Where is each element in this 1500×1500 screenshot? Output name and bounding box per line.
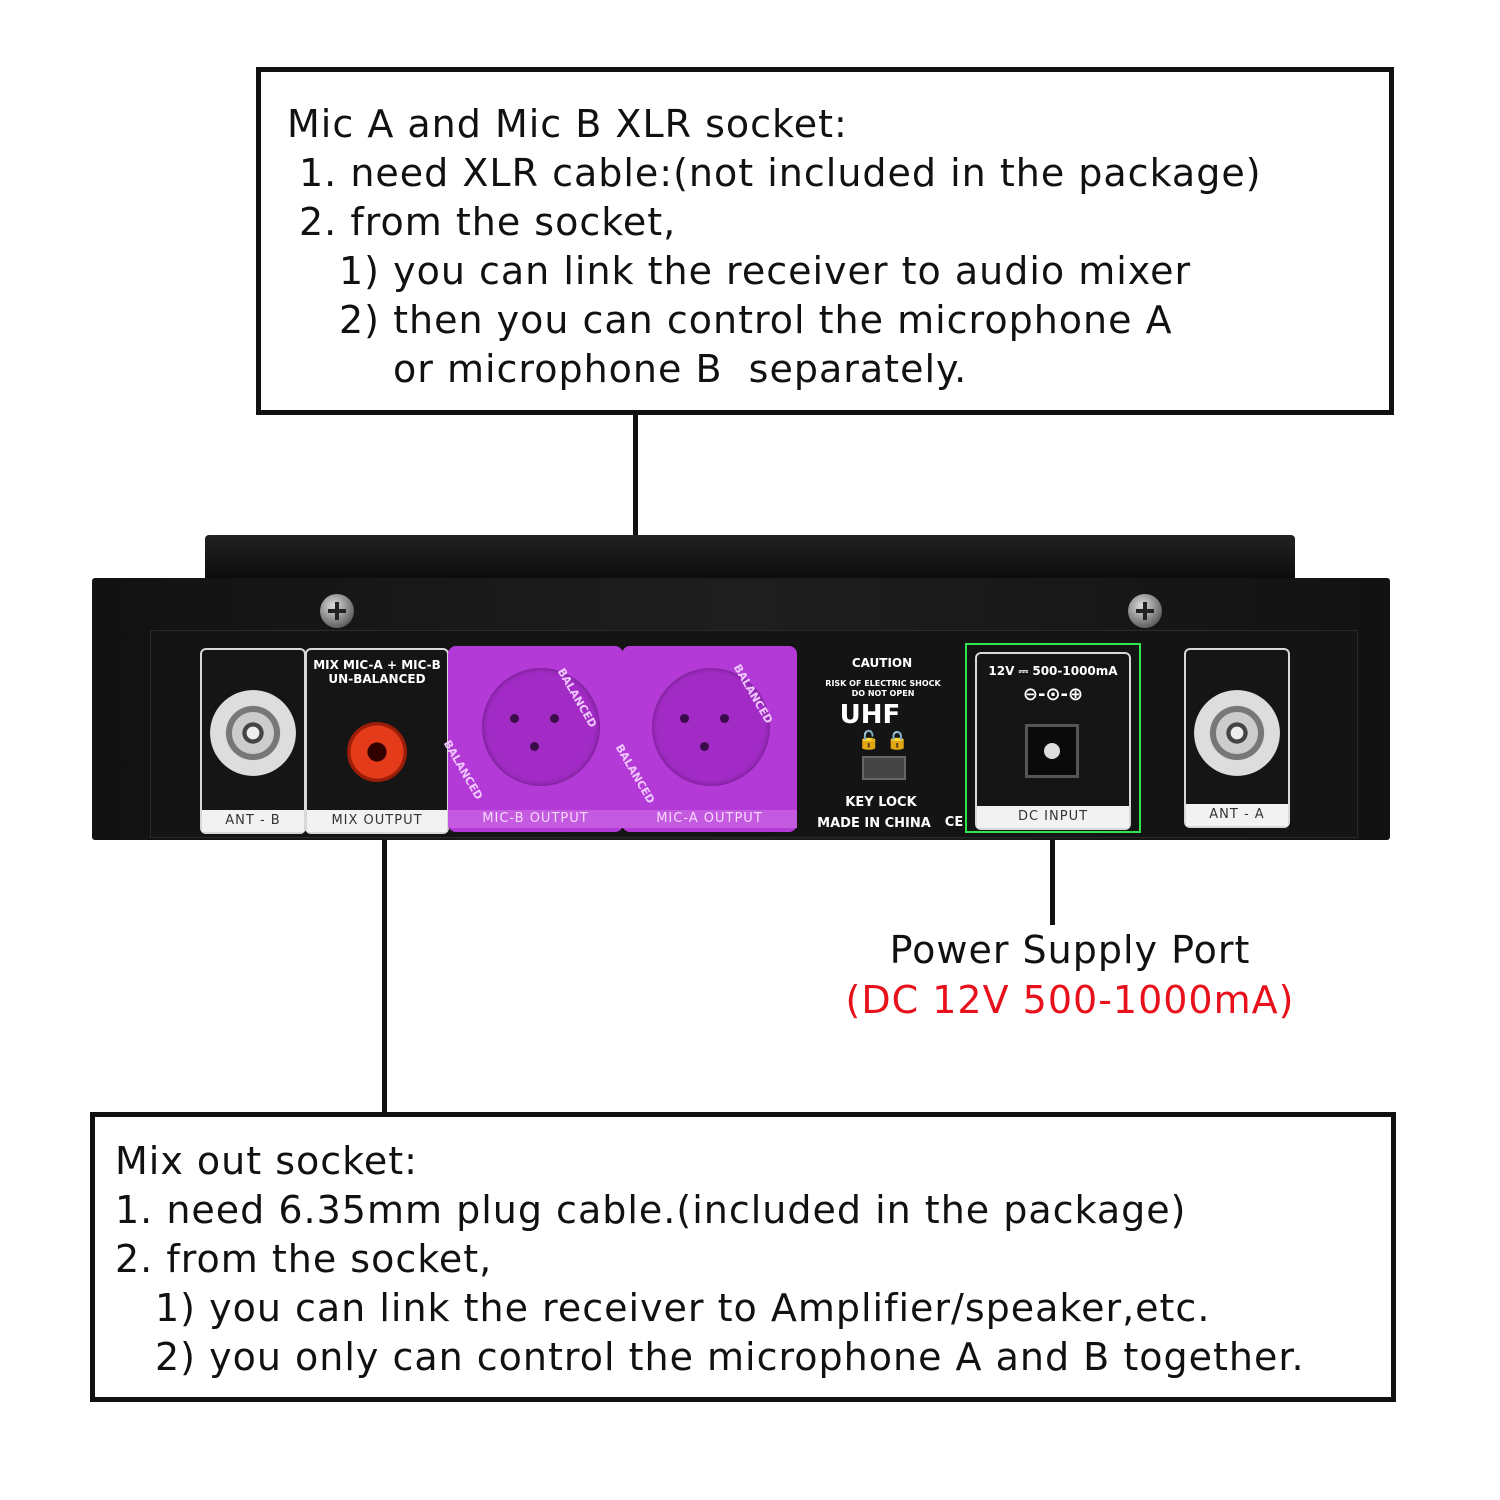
mix-output-panel: MIX MIC-A + MIC-B UN-BALANCED MIX OUTPUT [305, 648, 449, 834]
callout-line: 2) you only can control the microphone A… [155, 1335, 1305, 1379]
callout-line: 2. from the socket, [115, 1237, 493, 1281]
dc-input-panel: 12V ⎓ 500-1000mA ⊖-⊙-⊕ DC INPUT [975, 652, 1131, 830]
xlr-socket-icon[interactable] [652, 668, 770, 786]
callout-heading: Mic A and Mic B XLR socket: [287, 102, 848, 146]
mic-b-output-label: MIC-B OUTPUT [448, 810, 623, 828]
callout-heading: Mix out socket: [115, 1139, 418, 1183]
dc-leader-line [1050, 833, 1055, 925]
callout-line: 1) you can link the receiver to Amplifie… [155, 1286, 1211, 1330]
xlr-pin [680, 714, 689, 723]
power-title: Power Supply Port [889, 928, 1251, 972]
xlr-pin [510, 714, 519, 723]
balanced-label: BALANCED [440, 738, 486, 802]
dc-jack-icon[interactable] [1025, 724, 1079, 778]
uhf-logo: UHF [839, 700, 901, 730]
mix-output-label: MIX OUTPUT [307, 810, 447, 832]
xlr-pin [720, 714, 729, 723]
xlr-socket-icon[interactable] [482, 668, 600, 786]
mic-a-xlr-panel: BALANCED BALANCED MIC-A OUTPUT [613, 646, 797, 832]
power-spec: (DC 12V 500-1000mA) [845, 978, 1295, 1022]
callout-line: or microphone B separately. [393, 347, 968, 391]
caution-warning-text: RISK OF ELECTRIC SHOCK DO NOT OPEN [825, 679, 941, 698]
bnc-connector-icon[interactable] [1194, 690, 1280, 776]
callout-line: 1. need XLR cable:(not included in the p… [299, 151, 1262, 195]
bnc-connector-icon[interactable] [210, 690, 296, 776]
power-supply-callout: Power Supply Port (DC 12V 500-1000mA) [820, 925, 1320, 1025]
ant-a-label: ANT - A [1186, 804, 1288, 826]
mic-a-output-label: MIC-A OUTPUT [622, 810, 797, 828]
ant-b-panel: ANT - B [200, 648, 306, 834]
mix-out-callout: Mix out socket: 1. need 6.35mm plug cabl… [90, 1112, 1396, 1402]
polarity-icon: ⊖-⊙-⊕ [1022, 684, 1084, 705]
lock-icons: 🔓 🔒 [857, 730, 909, 751]
mix-header-label: MIX MIC-A + MIC-B UN-BALANCED [313, 658, 441, 686]
made-in-label: MADE IN CHINA [817, 816, 931, 831]
dc-input-highlight [965, 643, 1141, 833]
screw-icon [1128, 594, 1162, 628]
key-lock-switch[interactable] [862, 756, 906, 780]
key-lock-label: KEY LOCK [845, 795, 917, 810]
xlr-pin [550, 714, 559, 723]
mix-leader-line [382, 790, 387, 1114]
mix-output-jack-icon[interactable] [347, 722, 407, 782]
caution-label: CAUTION [851, 656, 913, 670]
callout-line: 2) then you can control the microphone A [339, 298, 1173, 342]
xlr-socket-callout: Mic A and Mic B XLR socket: 1. need XLR … [256, 67, 1394, 415]
dc-input-label: DC INPUT [977, 806, 1129, 828]
ce-mark: CE [944, 815, 964, 830]
callout-line: 1. need 6.35mm plug cable.(included in t… [115, 1188, 1187, 1232]
ant-a-panel: ANT - A [1184, 648, 1290, 828]
callout-line: 1) you can link the receiver to audio mi… [339, 249, 1192, 293]
xlr-leader-line [633, 414, 638, 646]
screw-icon [320, 594, 354, 628]
callout-line: 2. from the socket, [299, 200, 677, 244]
xlr-pin [700, 742, 709, 751]
mic-b-xlr-panel: BALANCED BALANCED MIC-B OUTPUT [441, 646, 623, 832]
receiver-top-cover [205, 535, 1295, 583]
xlr-pin [530, 742, 539, 751]
dc-rating-label: 12V ⎓ 500-1000mA [988, 664, 1118, 678]
ant-b-label: ANT - B [202, 810, 304, 832]
